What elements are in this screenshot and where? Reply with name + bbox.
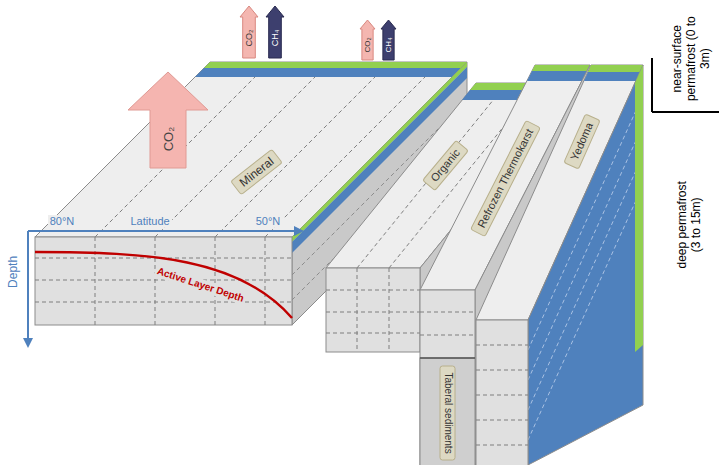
dashed-line [265,237,266,325]
dashed-line [357,268,358,352]
surface-strip [635,65,643,352]
gas-flux-arrow: CO₂ [360,20,375,60]
dashed-line [95,62,270,237]
dashed-line [476,420,528,421]
axis-label: Latitude [129,215,172,228]
axes [23,226,304,348]
dashed-line [155,237,156,325]
gas-label: CH₄ [385,37,393,52]
active-layer-curve [35,252,292,318]
dashed-line [215,237,216,325]
taberal-section [420,358,475,465]
gas-flux-arrow: CH₄ [381,20,396,60]
block-side [528,65,643,465]
surface-band [532,65,590,71]
layer-name: Taberal sediments [441,373,453,454]
gas-flux-arrow: CH₄ [266,6,284,58]
yedoma-block [476,65,643,465]
arrow-shape [128,72,208,168]
axis-label: Depth [7,254,21,290]
bracket-line [651,58,653,112]
block-front [420,290,475,465]
dashed-line [476,345,528,346]
arrow-shape [360,20,375,60]
gas-label: CO₂ [364,37,372,52]
section-divider [420,357,475,359]
near-surface-band [195,68,461,77]
dashed-line [528,185,643,440]
arrow-outline [128,72,208,168]
near-surface-band [584,72,640,81]
layer-tag: Taberal sediments [439,366,455,461]
gas-label: CO₂ [245,29,254,46]
block-front [476,320,528,465]
dashed-line [476,445,528,446]
arrow-shape [381,20,396,60]
block-front [326,268,420,352]
dashed-line [389,268,390,352]
gas-label: CO₂ [162,127,175,152]
dashed-line [326,290,420,291]
surface-band [588,65,643,72]
surface-band [204,62,467,68]
dashed-line [326,312,420,313]
dashed-line [476,370,528,371]
block-front [35,237,292,325]
gas-flux-arrow: CO₂ [240,6,258,58]
dashed-line [326,333,420,334]
latitude-value: 80°N [48,215,77,228]
dashed-line [528,155,643,410]
near-surface-band [527,71,587,81]
dashed-line [476,395,528,396]
dashed-line [420,335,475,336]
gas-label: CH₄ [271,29,280,46]
depth-range-label: deep permafrost (3 to 15m) [676,175,704,275]
dashed-line [35,280,292,281]
depth-grid [35,237,292,325]
latitude-axis [28,230,296,232]
dashed-line [95,237,96,325]
gas-flux-arrow: CO₂ [128,72,208,168]
latitude-value: 50°N [254,215,283,228]
axis-head [294,226,304,236]
depth-axis [27,231,29,340]
arrow-shape [240,6,258,58]
arrow-shape [266,6,284,58]
dashed-line [528,125,643,380]
dashed-line [35,302,292,303]
depth-range-label: near-surface permafrost (0 to 3m) [671,10,712,106]
axis-head [23,338,33,348]
dashed-line [420,312,475,313]
bracket-line [652,111,719,113]
